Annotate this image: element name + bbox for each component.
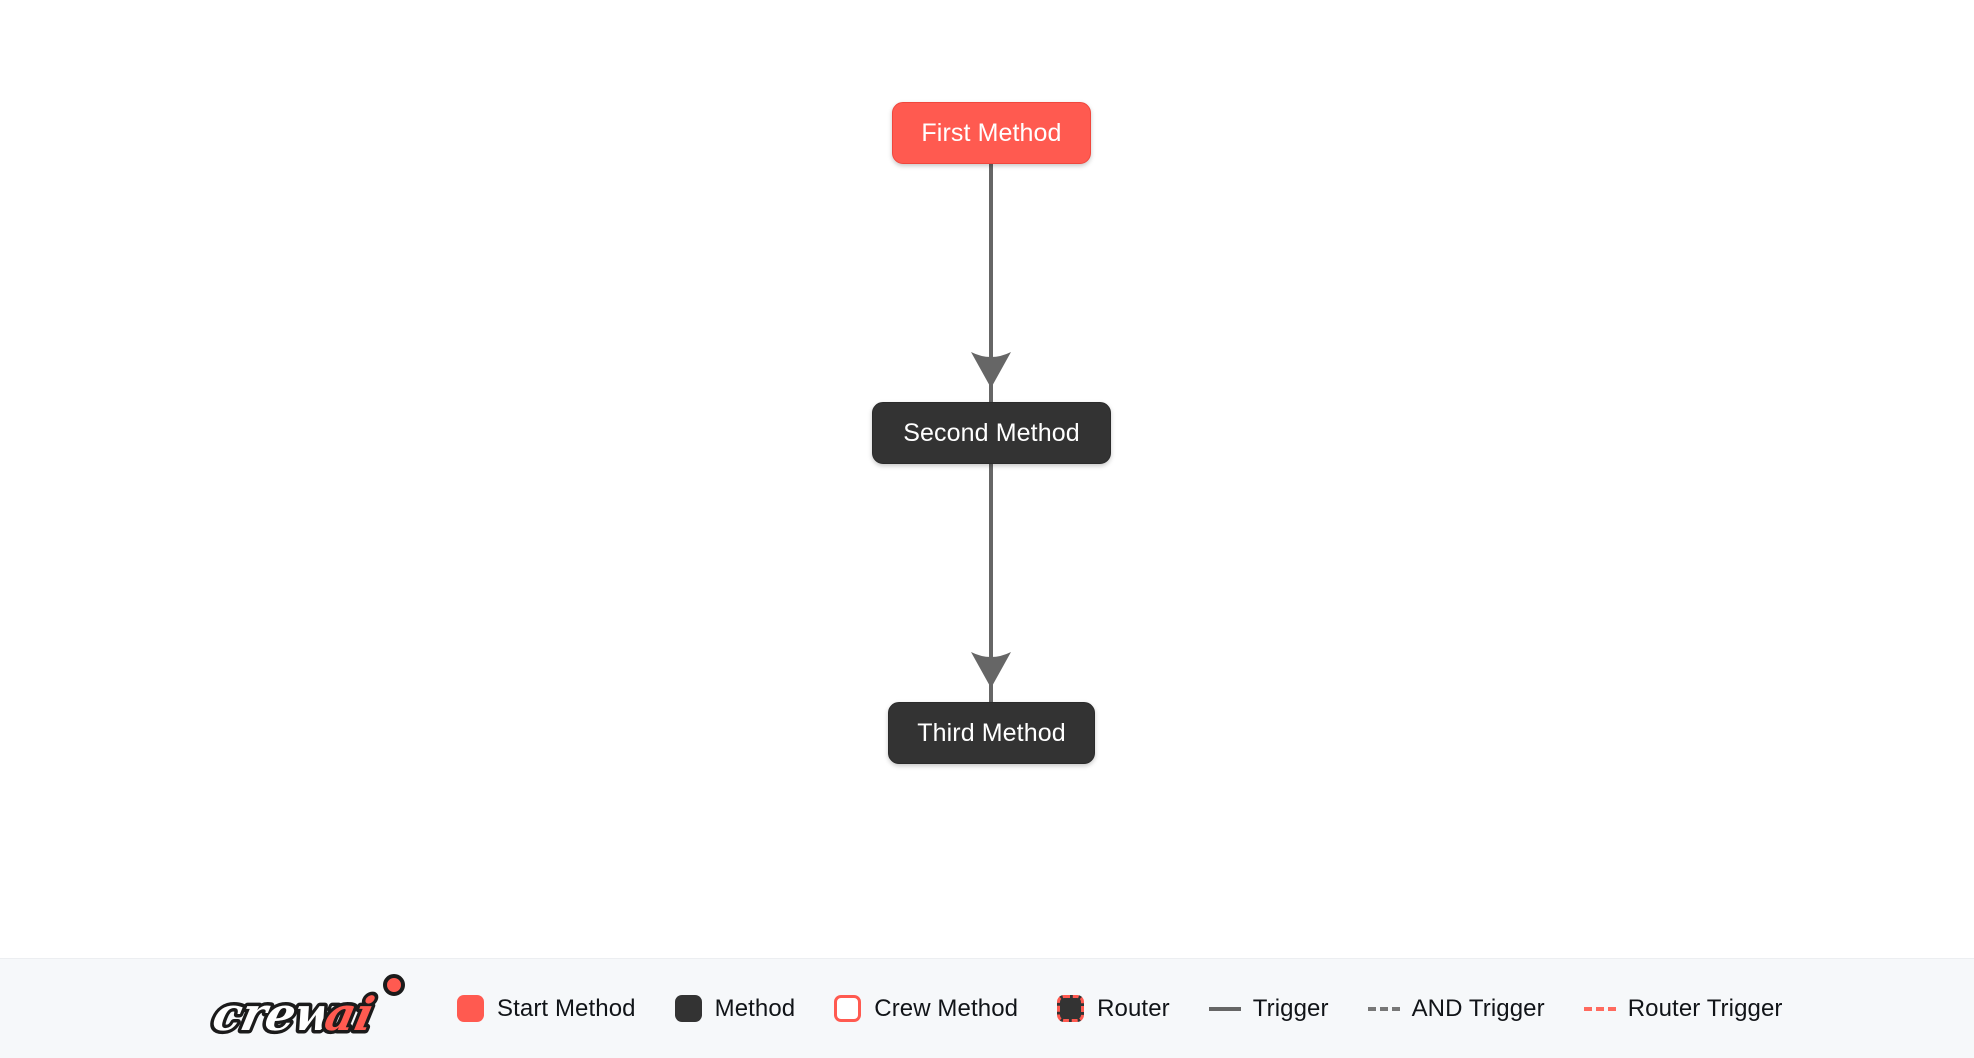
legend-label: Start Method <box>497 994 636 1022</box>
flow-node-first-method[interactable]: First Method <box>892 102 1091 164</box>
legend-item-start-method[interactable]: Start Method <box>457 995 636 1023</box>
trigger-line-icon <box>1208 1006 1241 1011</box>
legend-label: Router Trigger <box>1627 994 1783 1022</box>
crew-method-swatch-icon <box>834 995 862 1022</box>
legend-item-crew-method[interactable]: Crew Method <box>834 995 1018 1023</box>
legend-item-router[interactable]: Router <box>1057 995 1170 1023</box>
flow-node-label: Third Method <box>917 718 1066 747</box>
legend-item-trigger[interactable]: Trigger <box>1208 994 1329 1023</box>
legend-items: Start Method Method Crew Method Router T… <box>457 995 1783 1023</box>
edge-first-to-second <box>971 164 1011 402</box>
and-trigger-line-icon <box>1367 1006 1400 1011</box>
legend-label: Crew Method <box>874 994 1019 1022</box>
edge-second-to-third <box>971 464 1011 702</box>
logo-text-crew: crew <box>208 986 343 1040</box>
start-method-swatch-icon <box>457 995 484 1022</box>
method-swatch-icon <box>674 995 702 1022</box>
legend-item-router-trigger[interactable]: Router Trigger <box>1583 994 1783 1023</box>
router-swatch-icon <box>1057 995 1085 1022</box>
flow-node-second-method[interactable]: Second Method <box>872 402 1111 464</box>
legend-item-method[interactable]: Method <box>674 994 796 1023</box>
legend-bar: crew ai Start Method Method Crew Method … <box>0 958 1974 1058</box>
flow-node-third-method[interactable]: Third Method <box>888 702 1095 764</box>
flow-canvas[interactable]: First Method Second Method Third Method <box>0 0 1974 958</box>
logo-dot <box>383 973 405 996</box>
flow-node-label: First Method <box>921 118 1062 147</box>
router-trigger-line-icon <box>1583 1006 1616 1011</box>
crewai-logo: crew ai <box>205 973 405 1044</box>
legend-label: Router <box>1097 994 1170 1022</box>
legend-label: AND Trigger <box>1411 994 1545 1022</box>
legend-label: Method <box>714 994 796 1022</box>
legend-item-and-trigger[interactable]: AND Trigger <box>1367 994 1545 1023</box>
legend-label: Trigger <box>1252 994 1329 1022</box>
flow-node-label: Second Method <box>903 418 1080 447</box>
